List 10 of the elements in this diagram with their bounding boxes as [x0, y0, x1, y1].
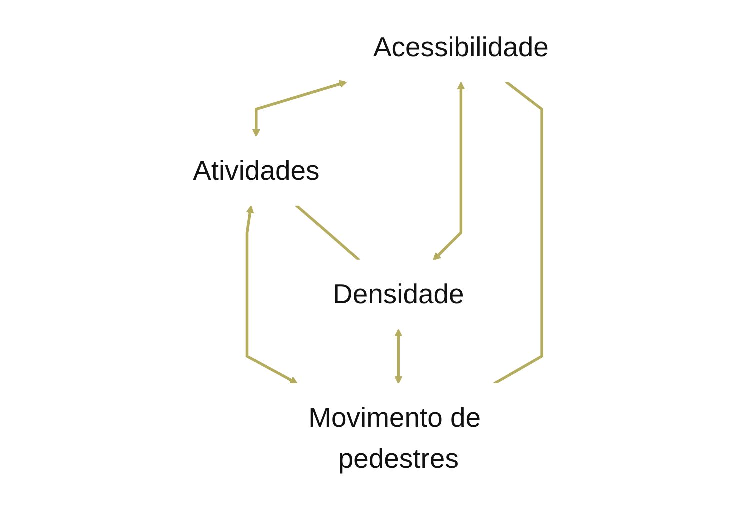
node-text: Atividades: [193, 156, 320, 186]
node-text: Acessibilidade: [373, 32, 549, 63]
arrow: [246, 205, 298, 384]
arrow: [252, 80, 348, 138]
connector: [494, 80, 544, 386]
arrow: [433, 82, 466, 261]
node-text: Densidade: [333, 280, 464, 310]
connector: [295, 204, 360, 262]
node-text: Movimento de pedestres: [308, 403, 482, 474]
arrow: [394, 328, 403, 384]
